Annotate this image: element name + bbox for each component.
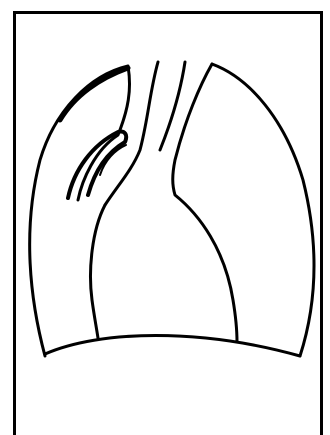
diaphragm-line bbox=[45, 336, 300, 357]
right-lung-inner-border bbox=[173, 64, 237, 342]
right-lung-outline bbox=[212, 64, 314, 356]
left-lung-outline bbox=[30, 66, 130, 356]
left-lung-upper-arc bbox=[60, 68, 128, 120]
heart-outline bbox=[91, 205, 105, 338]
